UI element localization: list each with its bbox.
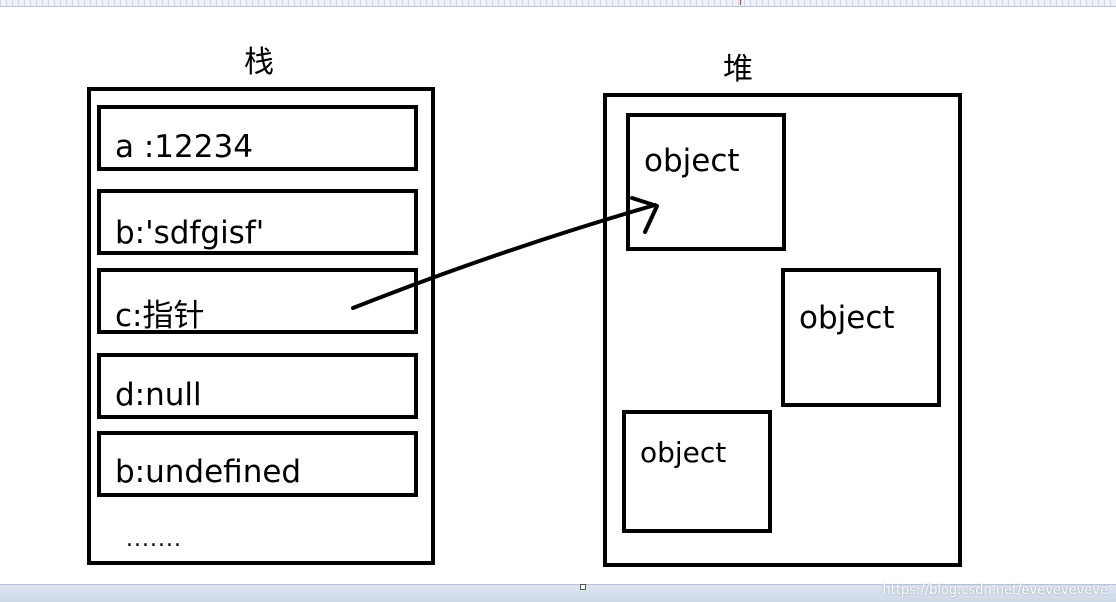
heap-title: 堆 <box>723 52 753 87</box>
stack-cell-label: c:指针 <box>115 298 205 334</box>
heap-object-1: object <box>626 113 786 251</box>
heap-object-label: object <box>640 436 727 469</box>
top-ruler <box>0 0 1116 7</box>
heap-object-2: object <box>781 268 941 407</box>
pointer-arrow-head <box>630 196 659 234</box>
resize-handle[interactable] <box>580 584 586 590</box>
pointer-arrow-line <box>351 203 657 310</box>
stack-cell-label: b:undefined <box>115 454 302 490</box>
stack-ellipsis: ....... <box>126 527 182 552</box>
bottom-status-band <box>0 584 1116 602</box>
stack-cell-d: d:null <box>97 353 418 419</box>
stack-cell-label: a :12234 <box>115 129 253 165</box>
stack-cell-label: b:'sdfgisf' <box>115 215 265 251</box>
heap-object-3: object <box>622 410 772 533</box>
stack-cell-b: b:'sdfgisf' <box>97 189 418 255</box>
stack-cell-a: a :12234 <box>97 105 418 171</box>
ruler-marker <box>740 0 741 5</box>
heap-object-label: object <box>644 143 740 179</box>
watermark: https://blog.csdn.net/eveveveveve <box>882 583 1108 598</box>
stack-cell-label: d:null <box>115 377 202 413</box>
heap-object-label: object <box>799 300 895 336</box>
stack-title: 栈 <box>244 45 274 80</box>
stack-cell-c: c:指针 <box>97 268 418 334</box>
stack-cell-e: b:undefined <box>97 431 418 497</box>
